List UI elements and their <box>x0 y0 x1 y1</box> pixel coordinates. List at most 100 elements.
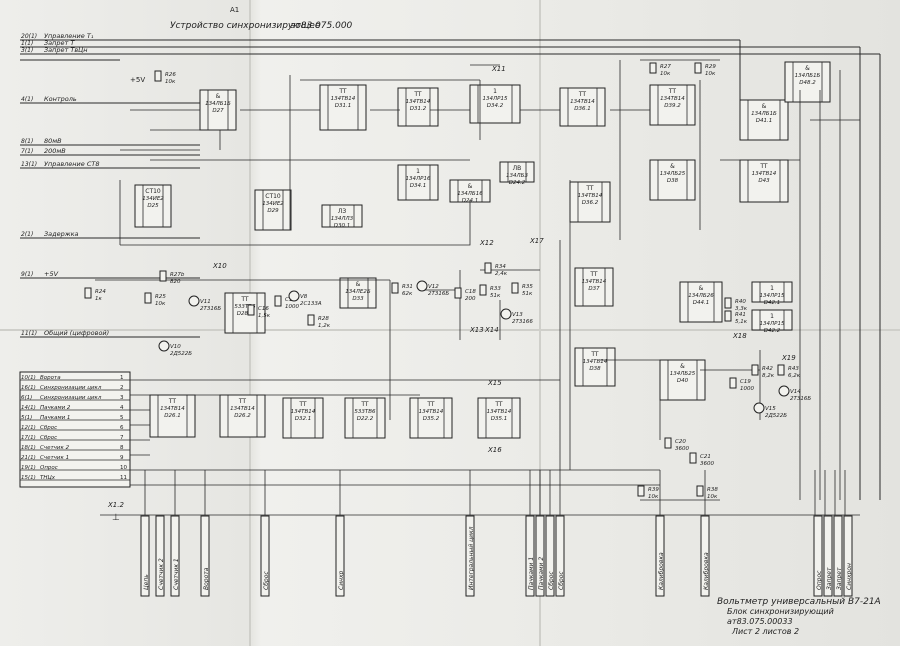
chip-part: 134ЛБ3 <box>506 173 528 179</box>
bottom-label: Запрет <box>836 567 843 590</box>
chip-type: TT <box>494 401 503 408</box>
connector-num: 7 <box>120 435 124 441</box>
connector-label: Счетчик 1 <box>40 455 69 461</box>
component-ref: R38 <box>707 487 718 493</box>
chip-part: 134ТВ14 <box>582 279 607 285</box>
bottom-label: Синхр <box>338 570 345 590</box>
component-value: 1,5к <box>258 313 271 319</box>
chip-type: СТ10 <box>265 193 281 200</box>
tag-plus5: +5V <box>130 76 145 84</box>
component-ref: R24 <box>95 289 106 295</box>
chip-part: 134ЛР15 <box>760 293 785 299</box>
connector-label: Опрос <box>40 465 58 471</box>
connector-num: 5 <box>120 415 124 421</box>
bottom-label: Калибровка <box>703 552 710 590</box>
chip-part: 134ЛБ16 <box>457 191 483 197</box>
chip-name: D36.2 <box>582 200 599 206</box>
chip-type: & <box>356 281 361 288</box>
chip-type: TT <box>590 351 599 358</box>
component-value: 10к <box>165 79 176 85</box>
component-value: 3600 <box>675 446 689 452</box>
component-value: 2,4к <box>495 271 508 277</box>
component-value: 3600 <box>700 461 714 467</box>
connector-pin: 21(1) <box>21 455 36 461</box>
connector-pin: 10(1) <box>21 375 36 381</box>
left-inputs: 20(1)Управление Т₁1(1)Запрет Т3(1)Запрет… <box>20 32 200 338</box>
connector-pin: 6(1) <box>21 395 32 401</box>
connector-num: 6 <box>120 425 124 431</box>
chip-name: D30.1 <box>334 223 350 229</box>
chip-type: TT <box>360 401 369 408</box>
chip-type: TT <box>298 401 307 408</box>
left-input-pin: 1(1) <box>21 40 33 47</box>
chip-type: ЛЗ <box>338 208 347 215</box>
component-ref: V13 <box>512 312 523 318</box>
net-tags: X11 X10 X12 X13 X14 X15 X16 X17 X18 X19 … <box>107 65 796 523</box>
connector-label: Пачками 1 <box>40 415 70 421</box>
title-line3: ат83.075.00033 <box>727 617 793 626</box>
left-input-label: +5V <box>44 270 59 278</box>
component-ref: R35 <box>522 284 533 290</box>
component-ref: R39 <box>648 487 659 493</box>
top-bus <box>20 39 881 500</box>
component-value: 2Т316Б <box>200 306 221 312</box>
component-value: 51к <box>522 291 533 297</box>
tag-x16: X16 <box>487 446 502 454</box>
chip-part: 134ЛБ1Б <box>205 101 231 107</box>
chip-type: TT <box>426 401 435 408</box>
chip-name: D41.1 <box>756 118 772 124</box>
bottom-label: Цепь <box>143 574 150 590</box>
connector-num: 10 <box>120 465 127 471</box>
component-value: 3,3к <box>735 306 748 312</box>
chip-part: 134ТВ14 <box>570 99 595 105</box>
left-input-pin: 4(1) <box>21 96 33 103</box>
connector-num: 9 <box>120 455 124 461</box>
chip-name: D35.2 <box>423 416 440 422</box>
left-input-pin: 8(1) <box>21 138 33 145</box>
connector-label: Сброс <box>40 425 57 431</box>
chip-type: 1 <box>416 168 420 175</box>
component-value: 1к <box>95 296 102 302</box>
chip-part: 134ТВ14 <box>419 409 444 415</box>
title-line2: Блок синхронизирующий <box>727 607 834 616</box>
bottom-label: Ворота <box>203 567 210 590</box>
component-ref: V14 <box>790 389 801 395</box>
chip-name: D37 <box>588 286 600 292</box>
chips-layer: &134ЛБ1БD27TT134ТВ14D31.1TT134ТВ14D31.21… <box>134 61 831 439</box>
chip-name: D42.2 <box>764 328 781 334</box>
component-value: 10к <box>648 494 659 500</box>
title-line4: Лист 2 листов 2 <box>731 627 799 636</box>
chip-part: 134ЛБ25 <box>660 171 686 177</box>
component-value: 1,2к <box>318 323 331 329</box>
left-input-pin: 20(1) <box>21 33 37 40</box>
chip-type: & <box>805 65 810 72</box>
component-ref: R27 <box>660 64 671 70</box>
chip-name: D33 <box>352 296 364 302</box>
chip-part: 134ЛР16 <box>406 176 431 182</box>
component-value: 2Т3166 <box>512 319 533 325</box>
component-ref: V11 <box>200 299 211 305</box>
left-input-label: Управление СТ8 <box>44 160 100 168</box>
connector-num: 3 <box>120 395 124 401</box>
